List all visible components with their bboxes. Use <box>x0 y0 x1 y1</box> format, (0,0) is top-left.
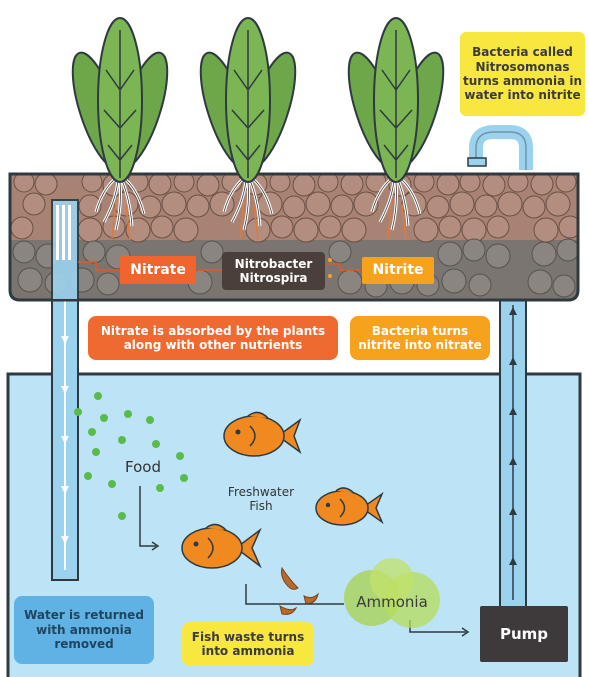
nitrosomonas-line-2: Nitrosomonas <box>476 60 570 74</box>
faucet-icon <box>468 132 526 170</box>
nitrate-label: Nitrate <box>120 256 196 284</box>
fish-line-1: Freshwater <box>228 485 294 499</box>
turns-line-2: nitrite into nitrate <box>358 338 482 352</box>
nitrosomonas-callout: Bacteria called Nitrosomonas turns ammon… <box>460 32 585 116</box>
nitrosomonas-line-3: turns ammonia in <box>463 74 582 88</box>
absorbed-line-2: along with other nutrients <box>124 338 303 352</box>
returned-line-2: with ammonia <box>36 623 132 637</box>
nitrobacter-line-1: Nitrobacter <box>235 257 313 271</box>
returned-line-3: removed <box>54 637 113 651</box>
waste-line-2: into ammonia <box>202 644 295 658</box>
nitrobacter-label: Nitrobacter Nitrospira <box>222 252 325 290</box>
water-returned-callout: Water is returned with ammonia removed <box>14 596 154 664</box>
pump-pipe <box>500 296 526 608</box>
bacteria-turns-callout: Bacteria turns nitrite into nitrate <box>350 316 490 360</box>
nitrosomonas-line-4: water into nitrite <box>464 88 580 102</box>
nitrite-label: Nitrite <box>362 257 434 284</box>
ammonia-label: Ammonia <box>344 590 440 614</box>
absorbed-line-1: Nitrate is absorbed by the plants <box>101 324 325 338</box>
waste-line-1: Fish waste turns <box>192 630 304 644</box>
returned-line-1: Water is returned <box>24 608 144 622</box>
food-label: Food <box>112 455 174 479</box>
turns-line-1: Bacteria turns <box>372 324 468 338</box>
nitrate-absorbed-callout: Nitrate is absorbed by the plants along … <box>88 316 338 360</box>
nitrobacter-line-2: Nitrospira <box>240 271 308 285</box>
pump-box: Pump <box>480 606 568 662</box>
freshwater-fish-label: Freshwater Fish <box>216 482 306 516</box>
nitrosomonas-line-1: Bacteria called <box>472 45 573 59</box>
fish-waste-callout: Fish waste turns into ammonia <box>182 622 314 666</box>
fish-line-2: Fish <box>249 499 272 513</box>
